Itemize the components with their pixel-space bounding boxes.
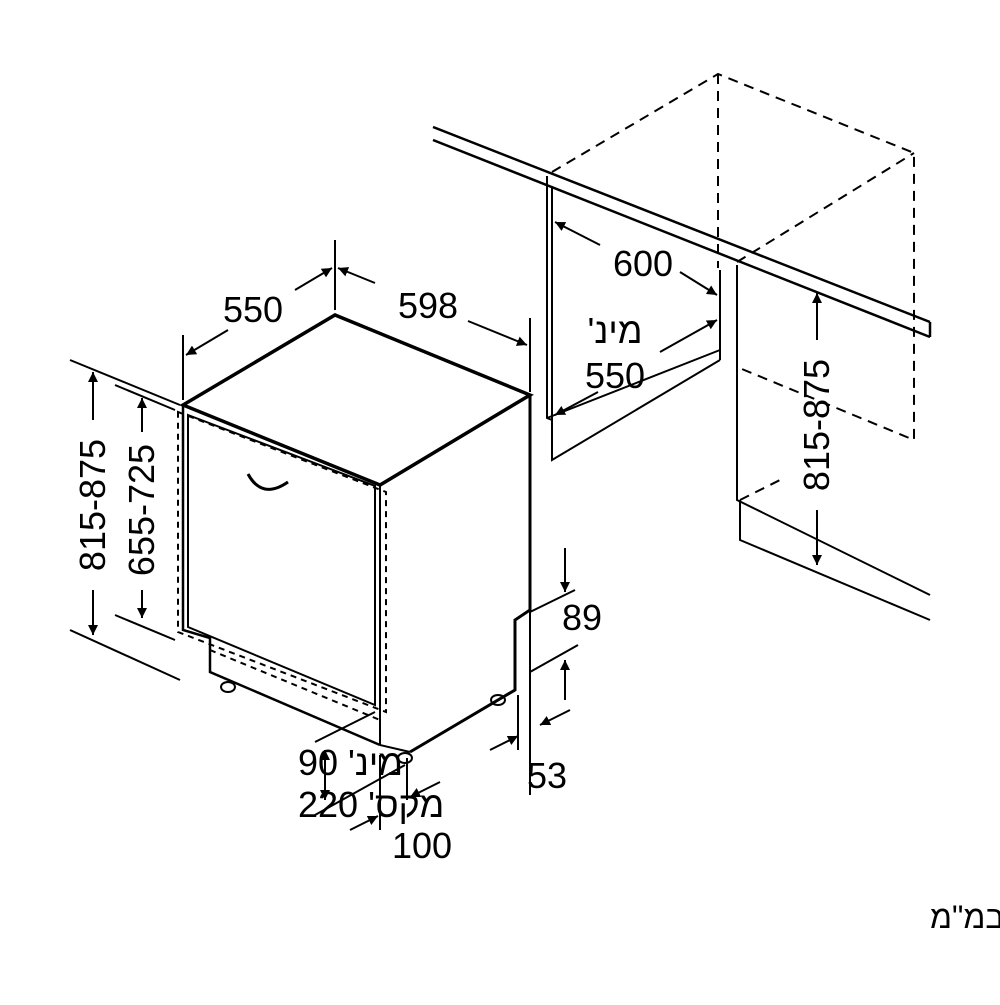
height-left-outer-label: 815-875 <box>72 439 113 571</box>
niche-min-prefix: מינ' <box>588 310 643 351</box>
dishwasher-side <box>409 395 532 754</box>
plinth-top-label: 89 <box>562 597 602 638</box>
height-left-inner-label: 655-725 <box>121 444 162 576</box>
niche-hidden-lines <box>551 72 915 501</box>
plinth-bottom-label: 53 <box>527 755 567 796</box>
height-right-label: 815-875 <box>796 359 837 491</box>
door-outline <box>181 405 381 747</box>
countertop-edge <box>432 125 931 324</box>
plinth-dashed <box>209 649 381 721</box>
foot-rear-right <box>490 694 506 706</box>
units-note: מידות במ"מ <box>930 899 1000 935</box>
plinth-min-label: מינ' 90 <box>298 742 403 783</box>
door-handle <box>246 473 289 491</box>
foot-front-right <box>397 752 413 764</box>
door-panel <box>187 413 376 707</box>
foot-front-left <box>220 681 236 693</box>
niche-cabinet <box>432 72 932 621</box>
width-label: 598 <box>398 285 458 326</box>
depth-label: 550 <box>223 289 283 330</box>
niche-width-label: 600 <box>613 243 673 284</box>
setback-label: 100 <box>392 825 452 866</box>
dishwasher <box>177 313 534 764</box>
countertop-edge-lower <box>432 138 931 339</box>
door-dashed <box>177 410 387 714</box>
dishwasher-top <box>179 313 534 487</box>
dimension-lines <box>69 221 822 831</box>
niche-min-value: 550 <box>585 355 645 396</box>
plinth-max-label: מקס' 220 <box>298 784 444 825</box>
